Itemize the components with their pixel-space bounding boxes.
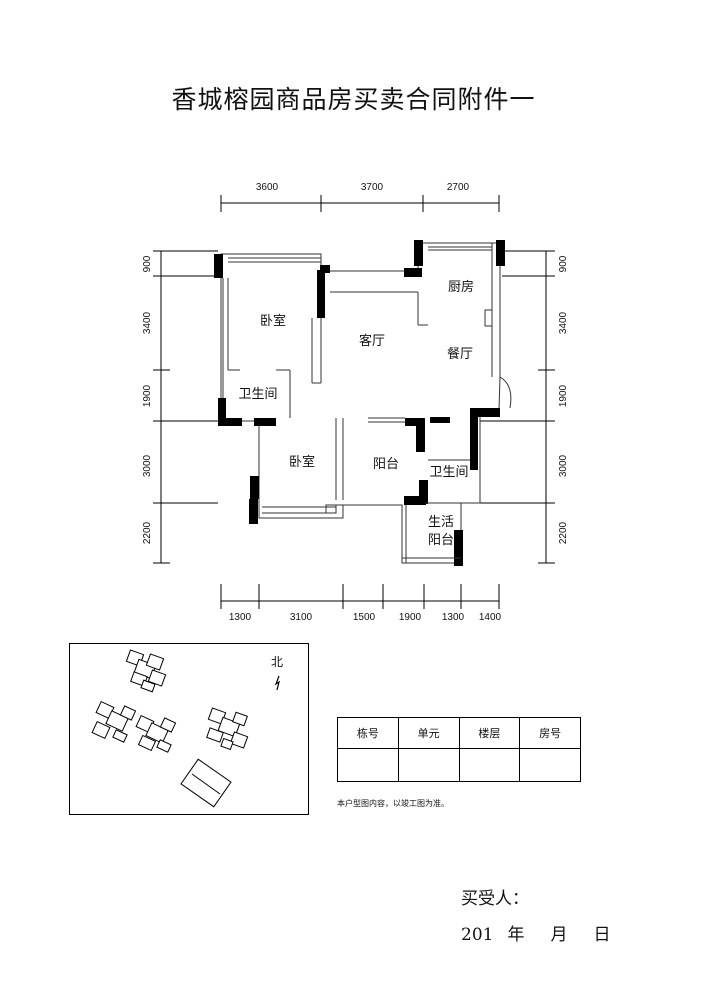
north-arrow-icon xyxy=(274,675,280,691)
building-large xyxy=(180,758,232,808)
right-dim-1: 900 xyxy=(558,255,569,272)
site-map xyxy=(69,643,309,815)
left-dim-4: 3000 xyxy=(142,454,153,477)
building-cluster-3 xyxy=(206,707,249,751)
bottom-dim-3: 1500 xyxy=(353,612,376,623)
building-cluster-1 xyxy=(125,649,167,693)
disclaimer-note: 本户型图内容，以竣工图为准。 xyxy=(337,799,449,808)
header-floor: 楼层 xyxy=(458,717,521,749)
left-dim-5: 2200 xyxy=(142,521,153,544)
left-dimension-line: 900 3400 1900 3000 2200 xyxy=(142,250,218,564)
bottom-dim-1: 1300 xyxy=(229,612,252,623)
room-service-balcony-line2: 阳台 xyxy=(428,533,454,548)
floor-plan: 3600 3700 2700 900 3400 1900 3000 2200 9… xyxy=(142,182,569,623)
value-building-no[interactable] xyxy=(337,748,399,782)
value-unit[interactable] xyxy=(397,748,460,782)
right-dim-4: 3000 xyxy=(558,454,569,477)
top-dim-2: 3700 xyxy=(361,182,384,193)
right-dim-3: 1900 xyxy=(558,384,569,407)
room-living: 客厅 xyxy=(359,333,385,349)
value-room-no[interactable] xyxy=(519,748,581,782)
left-dim-1: 900 xyxy=(142,255,153,272)
date-month-unit: 月 xyxy=(550,925,568,945)
bottom-dim-2: 3100 xyxy=(290,612,313,623)
unit-info-table: 栋号 单元 楼层 房号 xyxy=(337,717,581,782)
bottom-dim-4: 1900 xyxy=(399,612,422,623)
walls xyxy=(214,240,512,566)
date-year-unit: 年 xyxy=(507,925,525,945)
building-cluster-2 xyxy=(91,700,177,753)
room-bathroom-2: 卫生间 xyxy=(429,465,468,480)
value-floor[interactable] xyxy=(458,748,521,782)
bottom-dim-5: 1300 xyxy=(442,612,465,623)
buyer-label: 买受人： xyxy=(461,889,529,909)
date-day-unit: 日 xyxy=(593,925,611,945)
bottom-dimension-line: 1300 3100 1500 1900 1300 1400 xyxy=(220,584,502,623)
north-label: 北 xyxy=(271,655,284,669)
site-map-drawing xyxy=(91,649,280,808)
top-dim-1: 3600 xyxy=(256,182,279,193)
left-dim-3: 1900 xyxy=(142,384,153,407)
table-row xyxy=(337,748,581,782)
top-dim-3: 2700 xyxy=(447,182,470,193)
table-header-row: 栋号 单元 楼层 房号 xyxy=(337,717,581,749)
page-title: 香城榕园商品房买卖合同附件一 xyxy=(171,85,536,114)
date-line: 201 年 月 日 xyxy=(461,920,610,945)
top-dimension-line: 3600 3700 2700 xyxy=(220,182,500,212)
room-balcony: 阳台 xyxy=(373,457,399,472)
right-dim-2: 3400 xyxy=(558,311,569,334)
room-service-balcony-line1: 生活 xyxy=(428,515,454,530)
right-dim-5: 2200 xyxy=(558,521,569,544)
room-bathroom-1: 卫生间 xyxy=(238,387,277,402)
header-unit: 单元 xyxy=(397,717,460,749)
left-dim-2: 3400 xyxy=(142,311,153,334)
room-kitchen: 厨房 xyxy=(448,279,474,295)
room-bedroom-1: 卧室 xyxy=(260,313,286,329)
room-dining: 餐厅 xyxy=(447,346,473,362)
right-dimension-line: 900 3400 1900 3000 2200 xyxy=(480,250,569,564)
header-room-no: 房号 xyxy=(519,717,581,749)
header-building-no: 栋号 xyxy=(337,717,399,749)
bottom-dim-6: 1400 xyxy=(479,612,502,623)
room-bedroom-2: 卧室 xyxy=(289,454,315,470)
date-year: 201 xyxy=(461,925,494,945)
